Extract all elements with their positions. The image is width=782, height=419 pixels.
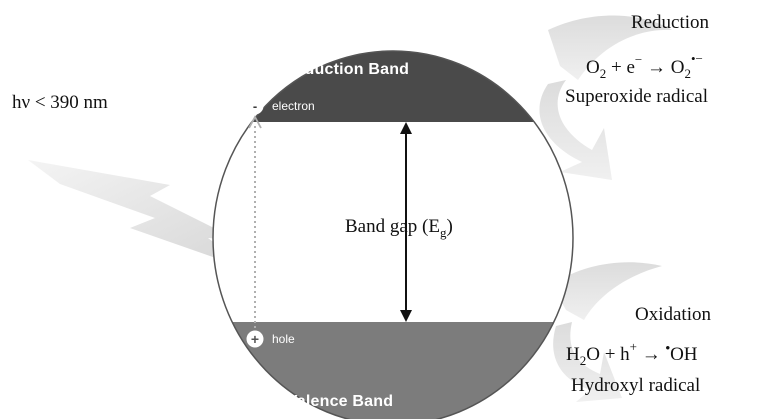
reduction-arrow-in-icon xyxy=(548,15,672,80)
valence-band-label: Valence Band xyxy=(287,393,393,410)
reduction-arrow-out-icon xyxy=(539,80,612,180)
excitation-arrowhead-icon xyxy=(248,115,262,129)
oxidation-equation: H2O + h+ → •OH xyxy=(566,339,698,368)
hole-sign: + xyxy=(251,331,259,347)
oxidation-arrow-in-icon xyxy=(552,262,662,320)
hole-label: hole xyxy=(272,332,295,346)
reduction-title: Reduction xyxy=(631,12,710,33)
oxidation-product: Hydroxyl radical xyxy=(571,375,700,396)
lightning-bolt-icon xyxy=(28,160,250,270)
band-gap-arrowhead-top-icon xyxy=(400,122,412,134)
electron-label: electron xyxy=(272,99,315,113)
conduction-band-label: Conduction Band xyxy=(273,61,409,78)
oxidation-title: Oxidation xyxy=(635,304,711,325)
band-gap-arrowhead-bottom-icon xyxy=(400,310,412,322)
oxidation-arrow-out-icon xyxy=(553,322,622,402)
reduction-equation: O2 + e− → O2•− xyxy=(586,51,703,81)
particle-outline xyxy=(212,50,574,419)
band-gap-region xyxy=(213,122,573,322)
light-label: hν < 390 nm xyxy=(12,92,108,113)
electron-sign: - xyxy=(253,99,257,114)
reduction-product: Superoxide radical xyxy=(565,86,708,107)
hole-marker-icon xyxy=(246,330,264,348)
band-gap-label: Band gap (Eg) xyxy=(345,216,453,240)
electron-marker-icon xyxy=(246,97,264,115)
